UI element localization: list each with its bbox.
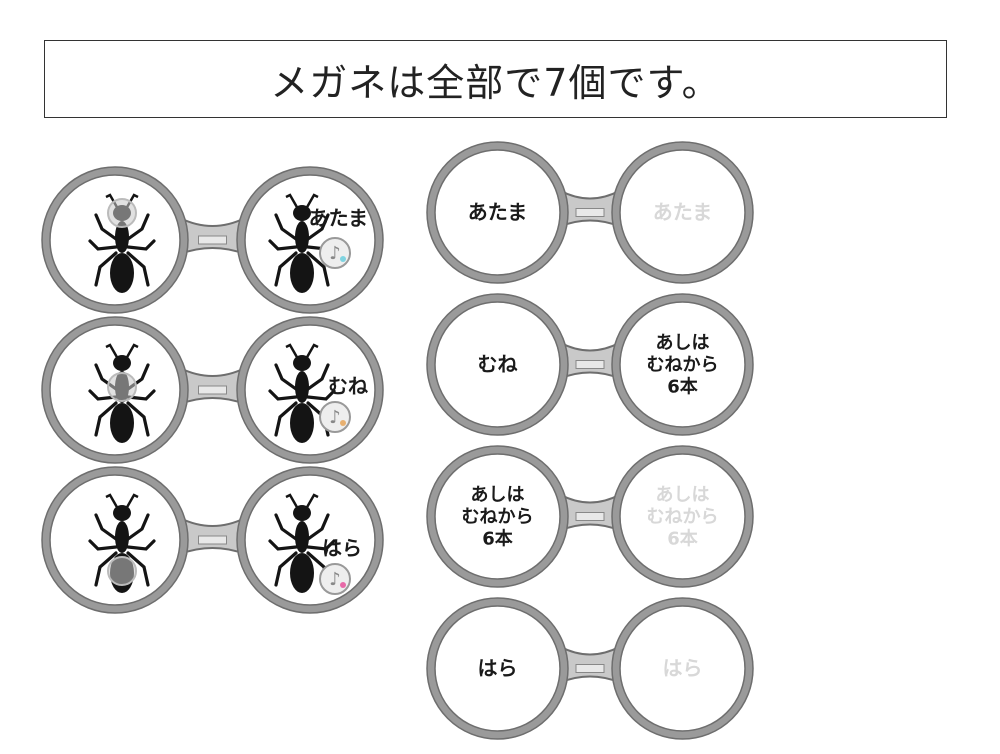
lens-label: あしは [471,485,525,506]
highlight-marker [107,198,137,228]
page-title: メガネは全部で7個です。 [270,60,721,105]
left-lens-text: むね [478,352,518,376]
lens-label: むねから [647,507,719,528]
text-glasses-4[interactable]: はら はら [425,596,755,741]
right-lens [611,141,754,284]
lens-label: むね [478,352,518,376]
highlight-marker [107,556,137,586]
ant-glasses-chest[interactable]: むね ♪ [40,315,385,465]
body-part-label: はら [322,536,362,560]
bridge-hinge [198,535,227,545]
ant-chest [115,221,129,253]
left-lens [426,597,569,740]
lens-label: むねから [462,507,534,528]
body-part-label: あたま [309,206,368,230]
body-part-label: むね [328,374,368,398]
lens-label: あたま [653,200,712,224]
ant-abdomen [290,553,314,593]
ant-abdomen [110,253,134,293]
ant-glasses-head[interactable]: あたま ♪ [40,165,385,315]
ant-glasses-abdomen[interactable]: はら ♪ [40,465,385,615]
bridge-hinge [198,385,227,395]
lens-label: あたま [468,200,527,224]
highlight-marker [107,372,137,402]
lens-label: はら [478,656,518,680]
svg-text:♪: ♪ [329,569,341,590]
ant-abdomen [290,253,314,293]
glasses-frame [426,445,754,588]
right-lens [611,597,754,740]
lens-label: 6本 [667,528,698,550]
glasses-frame [426,597,754,740]
title-box: メガネは全部で7個です。 [44,40,947,118]
left-lens [426,141,569,284]
svg-text:♪: ♪ [329,243,341,264]
glasses-frame [426,293,754,436]
left-lens-text: あたま [468,200,527,224]
lens-label: 6本 [667,376,698,398]
ant-head [293,505,311,521]
bridge-hinge [575,360,605,369]
ant-icon [268,493,336,593]
ant-icon [268,193,336,293]
right-lens [236,166,384,314]
ant-chest [115,521,129,553]
ant-abdomen [290,403,314,443]
left-lens-text: はら [478,656,518,680]
music-note-icon[interactable]: ♪ [319,237,351,269]
right-lens [611,293,754,436]
bridge-hinge [575,208,605,217]
glasses-frame [426,141,754,284]
lens-label: むねから [647,355,719,376]
music-note-icon[interactable]: ♪ [319,563,351,595]
lens-label: あしは [656,333,710,354]
ant-chest [295,521,309,553]
ant-head [293,355,311,371]
svg-text:♪: ♪ [329,407,341,428]
ant-abdomen [110,403,134,443]
ant-head [293,205,311,221]
right-lens-text: はら [663,656,703,680]
ant-head [113,505,131,521]
right-lens [611,445,754,588]
glasses-frame [41,466,384,614]
lens-label: あしは [656,485,710,506]
text-glasses-1[interactable]: あたま あたま [425,140,755,285]
ant-head [113,355,131,371]
ant-chest [295,221,309,253]
lens-label: はら [663,656,703,680]
bridge-hinge [198,235,227,245]
bridge-hinge [575,512,605,521]
music-note-icon[interactable]: ♪ [319,401,351,433]
right-lens-text: あたま [653,200,712,224]
left-lens [426,445,569,588]
lens-label: 6本 [482,528,513,550]
left-lens [426,293,569,436]
ant-chest [295,371,309,403]
bridge-hinge [575,664,605,673]
